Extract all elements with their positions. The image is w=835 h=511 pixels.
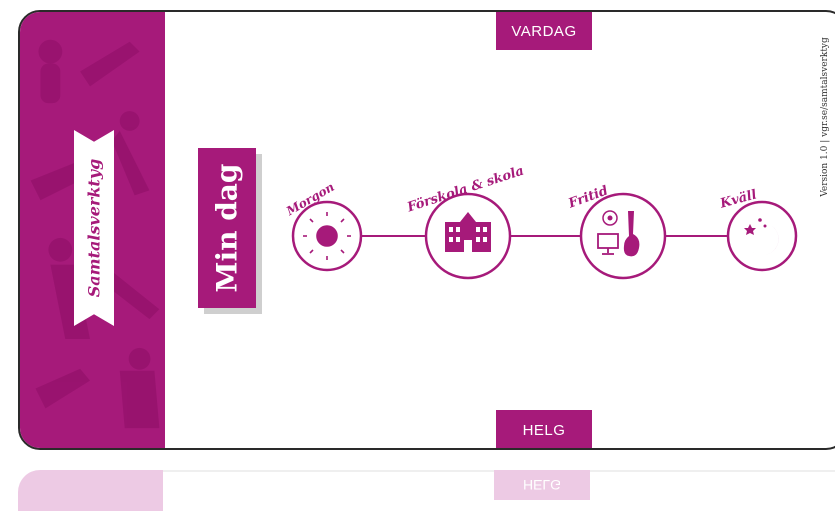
ball-monitor-guitar-icon [597,210,640,257]
conversation-card: Samtalsverktyg VARDAG HELG Version 1.0 |… [18,10,835,450]
day-timeline [291,192,798,280]
tab-vardag[interactable]: VARDAG [496,12,592,50]
timeline-item-morgon[interactable] [291,200,363,272]
school-building-icon [445,212,491,252]
moon-stars-icon [744,218,779,256]
tab-helg[interactable]: HELG [496,410,592,448]
sidebar-ribbon [74,130,114,326]
sun-icon [303,212,351,260]
sidebar: Samtalsverktyg [20,12,165,448]
timeline-item-kvall[interactable] [726,200,798,272]
heading-box [198,148,256,308]
timeline-item-fritid[interactable] [579,192,667,280]
reflection-edge [163,470,835,472]
timeline-item-forskola-skola[interactable] [424,192,512,280]
card-reflection: HELG [18,470,835,511]
reflection-tab: HELG [494,470,590,500]
reflection-sidebar [18,470,163,511]
